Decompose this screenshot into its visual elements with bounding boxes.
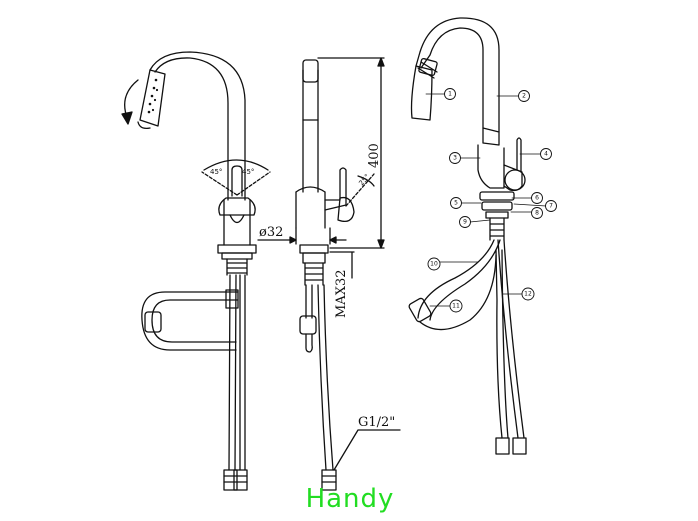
right-angle-label: 45° bbox=[242, 168, 254, 176]
callout-3-label: 3 bbox=[453, 155, 457, 162]
callout-11-label: 11 bbox=[452, 303, 460, 310]
supply-hose-b bbox=[239, 274, 246, 471]
spray-head bbox=[139, 69, 166, 127]
callout-10: 10 bbox=[427, 257, 441, 271]
callout-5: 5 bbox=[450, 197, 462, 209]
callout-7: 7 bbox=[545, 200, 557, 212]
callout-4-label: 4 bbox=[544, 151, 548, 158]
lever-angle-arc bbox=[345, 173, 375, 207]
lever-angle-label: 25° bbox=[357, 173, 371, 188]
handle-lever bbox=[516, 137, 522, 173]
diameter-dimension-label: ø32 bbox=[259, 225, 283, 240]
faucet-front-view bbox=[121, 51, 271, 491]
pullout-hose-loop bbox=[141, 291, 239, 351]
height-dimension bbox=[317, 57, 385, 249]
callout-12-label: 12 bbox=[524, 291, 532, 298]
callout-11: 11 bbox=[449, 299, 463, 313]
callout-7-label: 7 bbox=[549, 203, 553, 210]
max-depth-label: MAX32 bbox=[334, 270, 349, 319]
caption: Handy bbox=[305, 484, 395, 514]
spray-nozzles bbox=[147, 78, 159, 114]
weight-block bbox=[144, 311, 162, 333]
lever-handle bbox=[231, 165, 243, 197]
callout-6-label: 6 bbox=[535, 195, 539, 202]
callout-8-label: 8 bbox=[535, 210, 539, 217]
faucet-side-view bbox=[257, 57, 401, 491]
supply-hose-a bbox=[228, 274, 237, 471]
callout-2-label: 2 bbox=[522, 93, 526, 100]
spout-outline bbox=[154, 57, 229, 201]
base-flange bbox=[217, 244, 257, 254]
left-angle-label: 45° bbox=[210, 168, 222, 176]
callout-6: 6 bbox=[531, 192, 543, 204]
callout-10-label: 10 bbox=[430, 261, 438, 268]
callout-2: 2 bbox=[518, 90, 530, 102]
height-dimension-label: 400 bbox=[367, 143, 382, 168]
callout-1-label: 1 bbox=[448, 91, 452, 98]
spout-column bbox=[302, 69, 319, 193]
callout-leaders bbox=[425, 93, 547, 307]
callout-3: 3 bbox=[449, 152, 461, 164]
side-lever bbox=[324, 167, 347, 211]
max-depth-dimension bbox=[329, 251, 355, 279]
callout-12: 12 bbox=[521, 287, 535, 301]
pullout-hose-exploded bbox=[417, 239, 495, 319]
thread-leader bbox=[333, 429, 401, 471]
callout-4: 4 bbox=[540, 148, 552, 160]
thread-label: G1/2" bbox=[358, 415, 395, 430]
spray-head-exploded bbox=[410, 65, 433, 121]
callout-markers: 1 2 3 4 5 6 7 8 9 10 11 12 bbox=[427, 88, 557, 313]
callout-8: 8 bbox=[531, 207, 543, 219]
callout-1: 1 bbox=[444, 88, 456, 100]
callout-9: 9 bbox=[459, 216, 471, 228]
callout-5-label: 5 bbox=[454, 200, 458, 207]
faucet-exploded-view bbox=[408, 17, 547, 455]
callout-9-label: 9 bbox=[463, 219, 467, 226]
